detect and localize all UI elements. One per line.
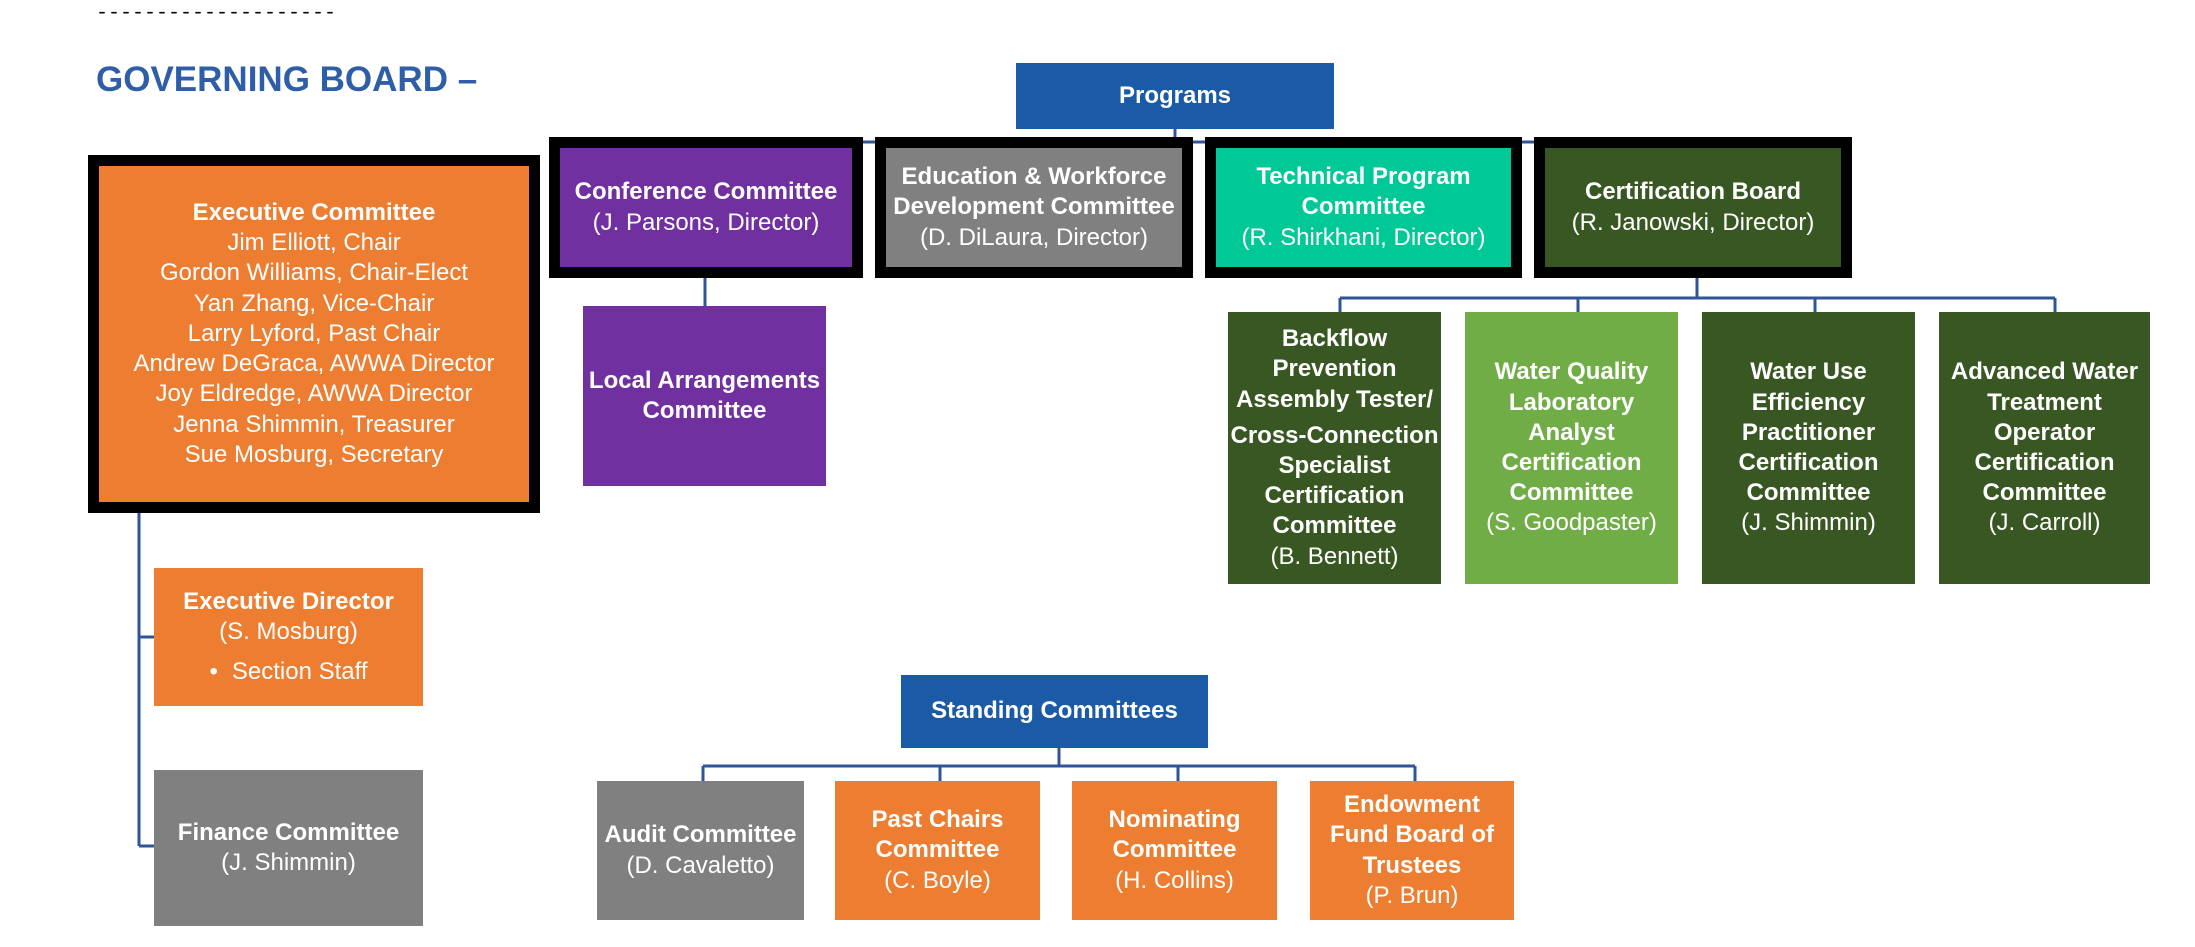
standing-committee-person: (H. Collins): [1115, 866, 1234, 894]
committee-person: (J. Shimmin): [1741, 509, 1876, 537]
committee-title-line: Analyst: [1528, 418, 1615, 446]
committee-title-line: Committee: [1746, 479, 1871, 507]
committee-title-line: Committee: [1272, 512, 1397, 540]
committee-person: (J. Carroll): [1988, 509, 2101, 537]
executive-member: Jim Elliott, Chair: [227, 229, 401, 257]
standing-committee-title-line: Fund Board of: [1330, 821, 1494, 849]
finance-committee-title: Finance Committee: [177, 818, 400, 846]
page-title: GOVERNING BOARD –: [96, 60, 478, 99]
standing-committee-person: (P. Brun): [1365, 881, 1459, 909]
standing-committee-title-line: Trustees: [1362, 851, 1462, 879]
water-quality-committee-box: Water Quality Laboratory Analyst Certifi…: [1465, 312, 1678, 584]
conference-committee-title: Conference Committee: [574, 178, 838, 206]
conference-committee-box: Conference Committee (J. Parsons, Direct…: [549, 137, 863, 278]
standing-committee-title-line: Audit Committee: [604, 821, 797, 849]
certification-board-person: (R. Janowski, Director): [1571, 208, 1815, 236]
executive-member: Andrew DeGraca, AWWA Director: [133, 350, 495, 378]
section-staff-item: • Section Staff: [209, 657, 367, 687]
committee-title-line: Prevention: [1272, 355, 1397, 383]
standing-committee-title-line: Committee: [1112, 836, 1237, 864]
local-arrangements-box: Local Arrangements Committee: [583, 306, 826, 486]
standing-committee-title-line: Endowment: [1344, 791, 1480, 819]
certification-board-box: Certification Board (R. Janowski, Direct…: [1534, 137, 1852, 278]
executive-member: Joy Eldredge, AWWA Director: [155, 380, 473, 408]
nominating-committee-box: Nominating Committee (H. Collins): [1072, 781, 1277, 920]
water-use-efficiency-committee-box: Water Use Efficiency Practitioner Certif…: [1702, 312, 1915, 584]
committee-title-line: Certification: [1738, 449, 1879, 476]
bullet-icon: •: [209, 658, 218, 686]
technical-committee-person: (R. Shirkhani, Director): [1241, 223, 1486, 251]
finance-committee-box: Finance Committee (J. Shimmin): [154, 770, 423, 926]
executive-director-person: (S. Mosburg): [219, 617, 358, 645]
committee-title-line: Certification: [1264, 482, 1405, 510]
committee-title-line: Water Quality: [1494, 358, 1649, 386]
committee-title-line: Practitioner: [1741, 418, 1876, 446]
executive-member: Jenna Shimmin, Treasurer: [173, 410, 455, 438]
programs-title: Programs: [1118, 81, 1232, 109]
local-arrangements-title-2: Committee: [642, 397, 767, 424]
local-arrangements-title-1: Local Arrangements: [588, 366, 821, 394]
executive-member: Yan Zhang, Vice-Chair: [193, 289, 435, 317]
committee-title-line: Specialist: [1278, 452, 1391, 479]
standing-committee-person: (C. Boyle): [884, 866, 991, 894]
section-staff-label: Section Staff: [231, 658, 368, 686]
programs-box: Programs: [1016, 63, 1334, 129]
certification-board-title: Certification Board: [1584, 178, 1802, 206]
executive-director-box: Executive Director (S. Mosburg) • Section…: [154, 568, 423, 706]
executive-committee-title: Executive Committee: [192, 198, 436, 226]
committee-title-line: Certification: [1974, 449, 2115, 476]
technical-committee-title-1: Technical Program: [1256, 163, 1471, 191]
education-committee-title-2: Development Committee: [893, 193, 1175, 221]
committee-title-line: Advanced Water: [1950, 358, 2139, 386]
education-committee-title-1: Education & Workforce: [901, 163, 1167, 191]
backflow-committee-box: Backflow Prevention Assembly Tester/ Cro…: [1228, 312, 1441, 584]
audit-committee-box: Audit Committee (D. Cavaletto): [597, 781, 804, 920]
technical-committee-box: Technical Program Committee (R. Shirkhan…: [1205, 137, 1522, 278]
committee-title-line: Operator: [1993, 418, 2096, 446]
standing-committees-title: Standing Committees: [931, 697, 1178, 725]
executive-member: Larry Lyford, Past Chair: [187, 319, 441, 347]
education-committee-person: (D. DiLaura, Director): [919, 223, 1149, 251]
committee-title-line: Cross-Connection: [1230, 421, 1439, 449]
education-committee-box: Education & Workforce Development Commit…: [875, 137, 1193, 278]
standing-committee-title-line: Committee: [875, 836, 1000, 864]
past-chairs-committee-box: Past Chairs Committee (C. Boyle): [835, 781, 1040, 920]
committee-person: (S. Goodpaster): [1486, 509, 1657, 537]
executive-member: Sue Mosburg, Secretary: [184, 440, 444, 468]
executive-director-title: Executive Director: [183, 587, 394, 615]
committee-title-line: Certification: [1501, 449, 1642, 476]
standing-committees-box: Standing Committees: [901, 675, 1208, 748]
advanced-water-treatment-committee-box: Advanced Water Treatment Operator Certif…: [1939, 312, 2150, 584]
committee-person: (B. Bennett): [1270, 542, 1399, 570]
committee-title-line: Backflow: [1281, 325, 1388, 353]
endowment-fund-board-box: Endowment Fund Board of Trustees (P. Bru…: [1310, 781, 1514, 920]
committee-title-line: Treatment: [1987, 388, 2102, 416]
executive-member: Gordon Williams, Chair-Elect: [159, 259, 469, 287]
committee-title-line: Water Use: [1750, 358, 1867, 386]
committee-title-line: Efficiency: [1751, 388, 1866, 416]
committee-title-line: Assembly Tester/: [1236, 385, 1433, 413]
executive-committee-box: Executive Committee Jim Elliott, Chair G…: [88, 155, 540, 513]
committee-title-line: Committee: [1982, 479, 2107, 507]
standing-committee-title-line: Nominating: [1108, 806, 1241, 834]
technical-committee-title-2: Committee: [1301, 193, 1426, 221]
finance-committee-person: (J. Shimmin): [221, 849, 356, 876]
committee-title-line: Committee: [1509, 479, 1634, 507]
standing-committee-person: (D. Cavaletto): [626, 851, 775, 879]
conference-committee-person: (J. Parsons, Director): [592, 208, 820, 236]
committee-title-line: Laboratory: [1508, 388, 1635, 416]
separator-dashes: --------------------: [96, 2, 337, 25]
standing-committee-title-line: Past Chairs: [871, 806, 1004, 834]
